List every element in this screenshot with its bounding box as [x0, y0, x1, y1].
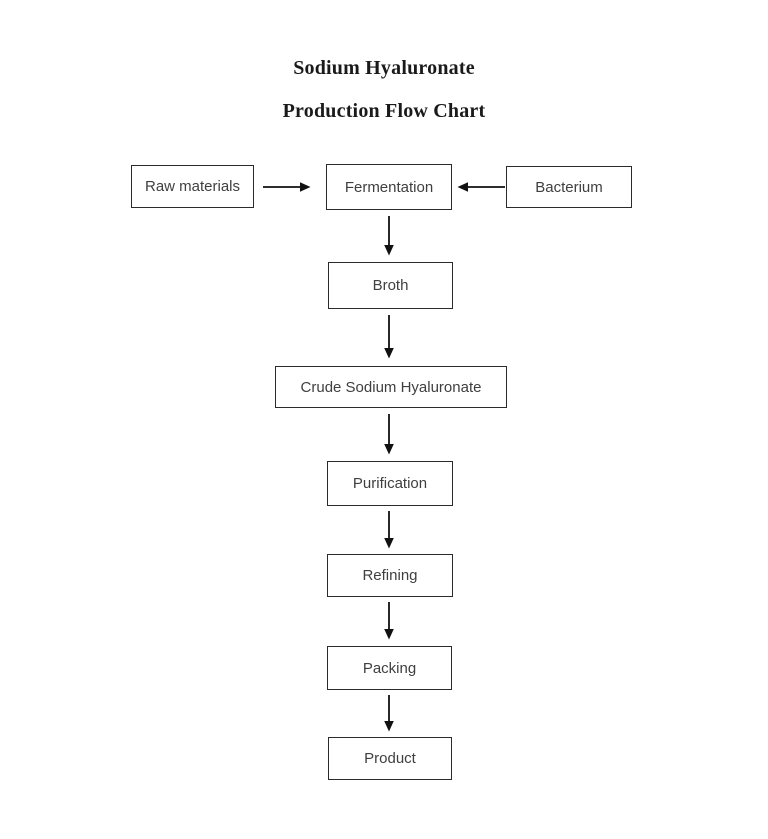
arrow-down-icon	[384, 315, 394, 359]
node-refining: Refining	[327, 554, 453, 597]
node-packing-label: Packing	[362, 659, 417, 677]
node-raw-materials-label: Raw materials	[144, 178, 241, 195]
node-raw-materials: Raw materials	[131, 165, 254, 208]
node-fermentation: Fermentation	[326, 164, 452, 210]
node-broth-label: Broth	[372, 277, 409, 294]
chart-title-line-1: Sodium Hyaluronate	[293, 57, 475, 79]
arrow-down-icon	[384, 695, 394, 732]
node-purification-label: Purification	[352, 475, 428, 492]
node-crude-sodium-hyaluronate: Crude Sodium Hyaluronate	[275, 366, 507, 408]
node-crude-sodium-hyaluronate-label: Crude Sodium Hyaluronate	[300, 378, 482, 396]
node-bacterium: Bacterium	[506, 166, 632, 208]
node-fermentation-label: Fermentation	[344, 178, 434, 196]
arrow-down-icon	[384, 602, 394, 640]
chart-title-line-2: Production Flow Chart	[282, 100, 486, 122]
node-refining-label: Refining	[362, 567, 418, 584]
arrow-down-icon	[384, 216, 394, 256]
node-product: Product	[328, 737, 452, 780]
arrow-left-icon	[457, 182, 505, 192]
node-broth: Broth	[328, 262, 453, 309]
node-purification: Purification	[327, 461, 453, 506]
node-packing: Packing	[327, 646, 452, 690]
node-product-label: Product	[364, 750, 416, 767]
node-bacterium-label: Bacterium	[535, 178, 603, 196]
arrow-right-icon	[263, 182, 311, 192]
arrow-down-icon	[384, 511, 394, 549]
arrow-down-icon	[384, 414, 394, 455]
